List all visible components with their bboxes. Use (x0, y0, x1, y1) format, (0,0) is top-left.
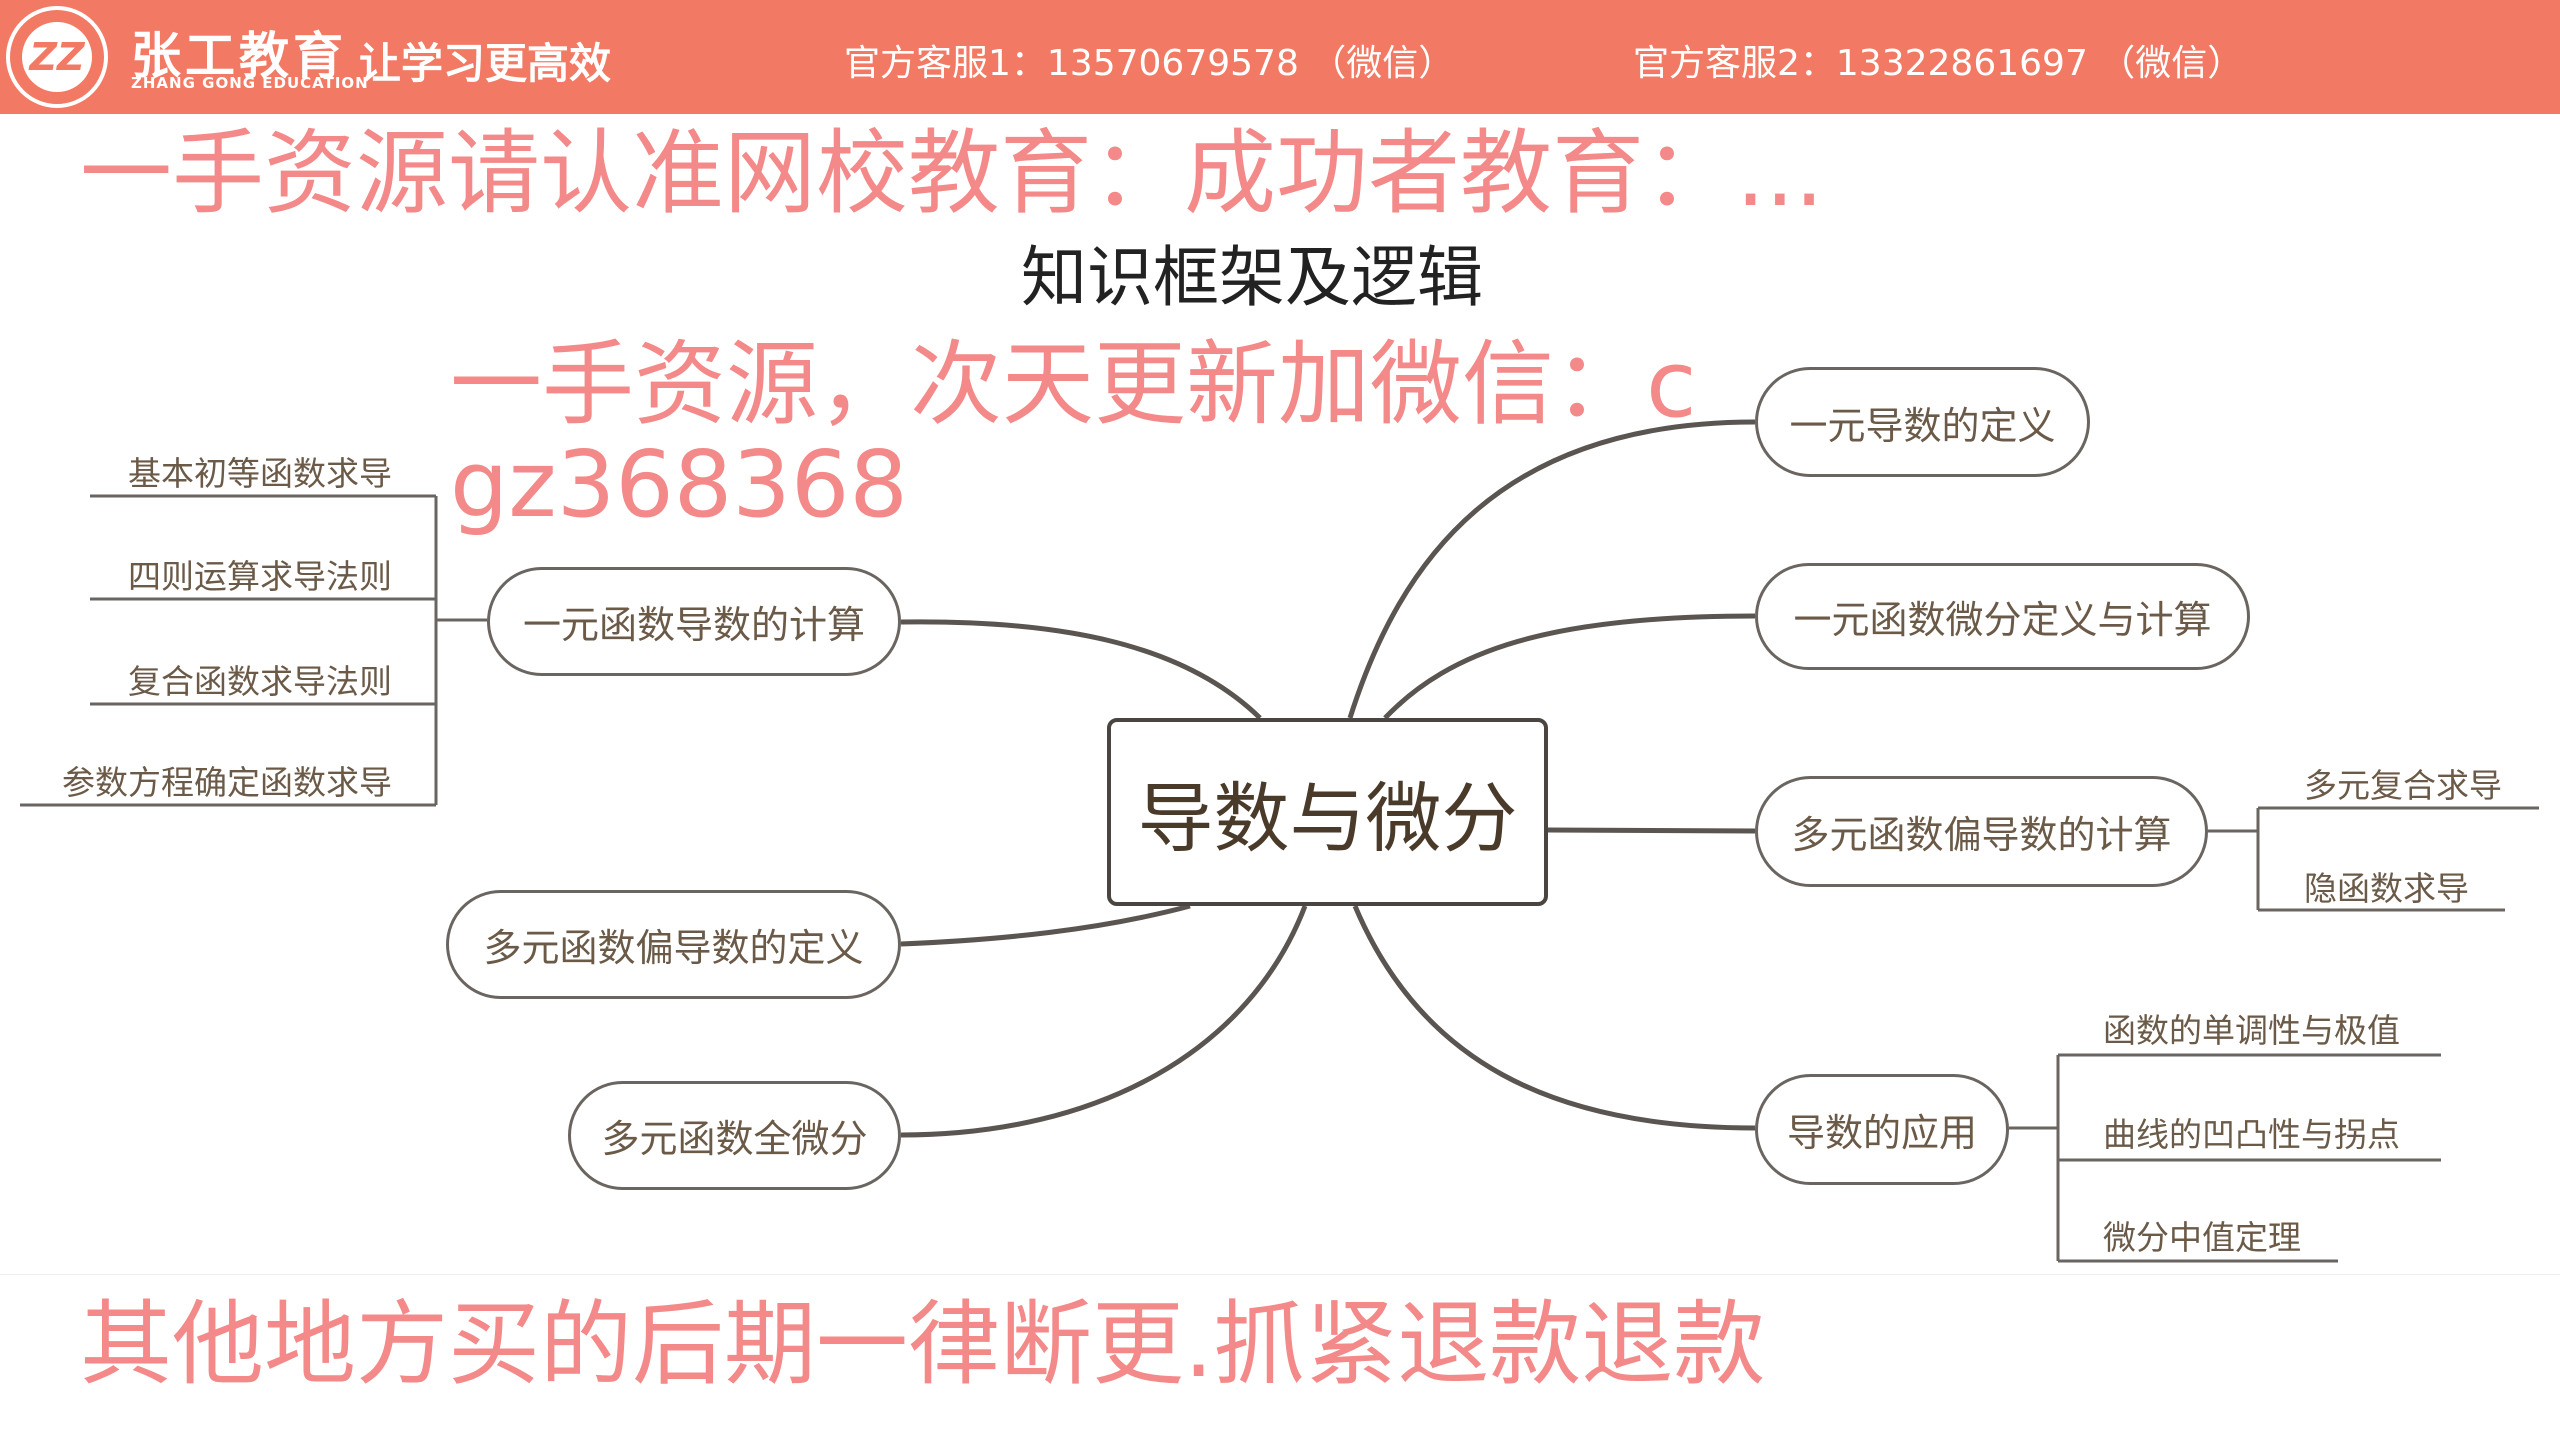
leaf-item: 多元复合求导 (2304, 766, 2502, 805)
connector (1547, 827, 1756, 834)
leaf-item: 基本初等函数求导 (128, 454, 392, 493)
brand-name-en: ZHANG GONG EDUCATION (131, 74, 369, 92)
leaf-item: 微分中值定理 (2103, 1218, 2301, 1257)
page-title: 知识框架及逻辑 (1021, 239, 1483, 316)
watermark-text: 其他地方买的后期一律断更.抓紧退款退款 (80, 1291, 1766, 1398)
connector (1383, 613, 1756, 720)
leaf-item: 四则运算求导法则 (128, 557, 392, 596)
leaf-item: 曲线的凹凸性与拐点 (2103, 1115, 2400, 1154)
connector (1352, 905, 1756, 1131)
bracket (2208, 806, 2539, 912)
connector (900, 905, 1308, 1138)
header-bar: ZZ 张工教育 ZHANG GONG EDUCATION 让学习更高效 官方客服… (0, 0, 2560, 114)
node-right-1: 一元函数微分定义与计算 (1755, 563, 2250, 670)
connector (900, 903, 1191, 947)
node-left-0: 一元函数导数的计算 (487, 567, 901, 676)
logo: ZZ (6, 6, 108, 108)
watermark-text: 一手资源，次天更新加微信：cgz368368 (450, 331, 1697, 538)
node-right-2: 多元函数偏导数的计算 (1755, 776, 2208, 887)
divider (0, 1274, 2560, 1275)
mindmap-center-node: 导数与微分 (1107, 718, 1548, 906)
leaf-item: 隐函数求导 (2304, 869, 2469, 908)
slogan: 让学习更高效 (359, 39, 612, 88)
watermark-text: 一手资源请认准网校教育：成功者教育：... (80, 120, 1824, 227)
brand-name: 张工教育 (131, 27, 347, 85)
service-phone-1: 官方客服1：13570679578 （微信） (844, 43, 1455, 84)
node-right-0: 一元导数的定义 (1755, 367, 2090, 477)
leaf-item: 参数方程确定函数求导 (62, 763, 392, 802)
bracket (2009, 1053, 2441, 1263)
node-right-3: 导数的应用 (1755, 1074, 2009, 1185)
leaf-item: 函数的单调性与极值 (2103, 1011, 2400, 1050)
node-left-1: 多元函数偏导数的定义 (446, 890, 901, 999)
connector (900, 619, 1262, 720)
leaf-item: 复合函数求导法则 (128, 662, 392, 701)
node-left-2: 多元函数全微分 (568, 1081, 901, 1190)
service-phone-2: 官方客服2：13322861697 （微信） (1633, 43, 2244, 84)
bracket (20, 494, 487, 807)
connector (1347, 419, 1756, 719)
